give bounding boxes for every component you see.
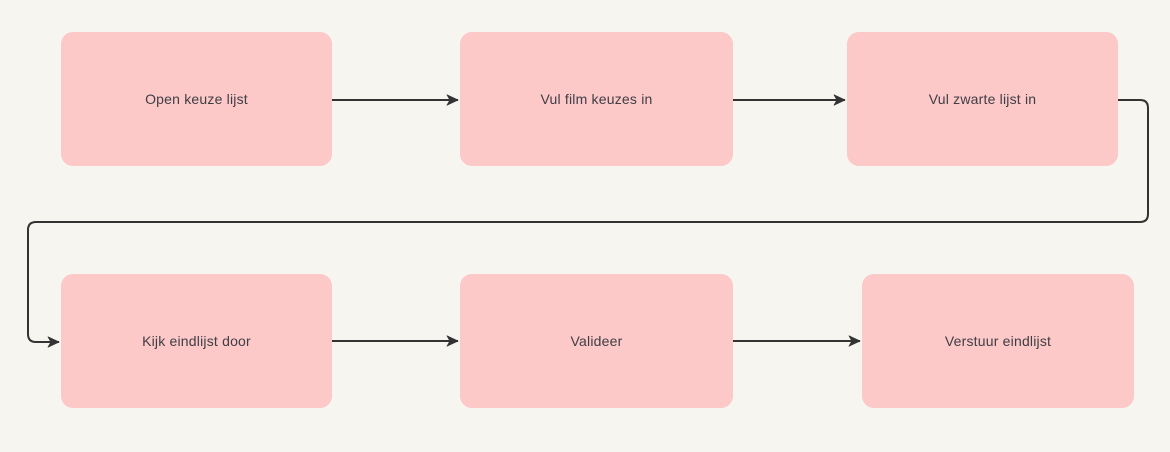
node-label: Open keuze lijst <box>145 90 248 107</box>
flow-node-kijk-eindlijst-door[interactable]: Kijk eindlijst door <box>61 274 332 408</box>
node-label: Valideer <box>570 332 623 349</box>
flow-node-verstuur-eindlijst[interactable]: Verstuur eindlijst <box>862 274 1134 408</box>
flow-node-valideer[interactable]: Valideer <box>460 274 733 408</box>
flow-node-vul-zwarte-lijst-in[interactable]: Vul zwarte lijst in <box>847 32 1118 166</box>
flow-node-open-keuze-lijst[interactable]: Open keuze lijst <box>61 32 332 166</box>
node-label: Vul zwarte lijst in <box>928 90 1037 107</box>
node-label: Kijk eindlijst door <box>142 332 251 349</box>
connector-zwarte-to-eindlijst[interactable] <box>27 99 1149 348</box>
flow-node-vul-film-keuzes-in[interactable]: Vul film keuzes in <box>460 32 733 166</box>
node-label: Vul film keuzes in <box>540 90 653 107</box>
node-label: Verstuur eindlijst <box>944 332 1052 349</box>
